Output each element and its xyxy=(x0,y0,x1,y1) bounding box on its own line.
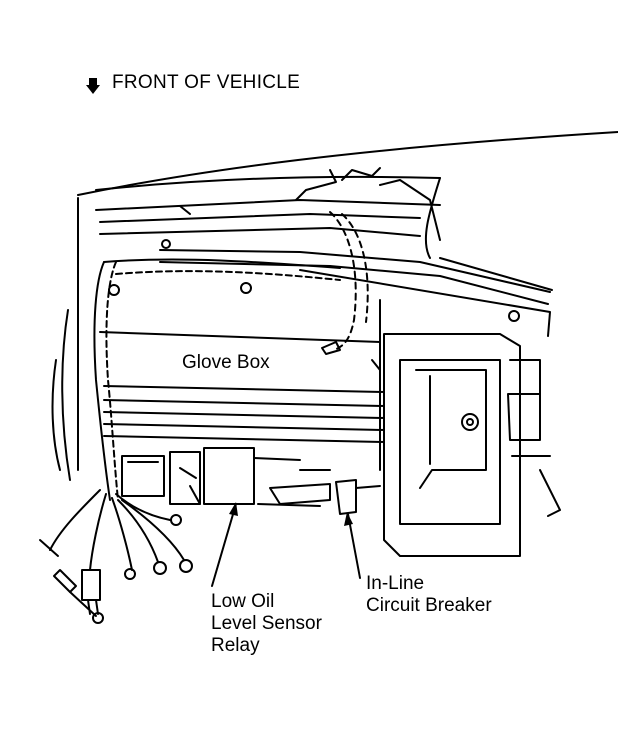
glove-box-body xyxy=(99,299,385,471)
dash-top-edge xyxy=(77,131,618,471)
leader-lines xyxy=(211,503,361,587)
glove-box-label: Glove Box xyxy=(182,352,270,373)
right-dash-panel xyxy=(108,239,553,337)
hanging-wires xyxy=(49,489,185,571)
down-arrow-icon xyxy=(86,78,100,94)
breaker-line-2: Circuit Breaker xyxy=(366,595,492,616)
hidden-harness-dashed xyxy=(329,211,369,351)
upper-dash-trim xyxy=(95,167,441,259)
wiring-harness-left xyxy=(51,258,341,501)
wire-terminals xyxy=(39,514,193,624)
circuit-breaker-part xyxy=(269,469,381,515)
relay-line-3: Relay xyxy=(211,635,260,656)
harness-connector xyxy=(321,341,341,355)
relay-callout: Low Oil Level Sensor Relay xyxy=(211,591,322,657)
right-duct-assembly xyxy=(383,333,561,557)
relay-line-1: Low Oil xyxy=(211,591,275,612)
relay-pack xyxy=(121,447,321,507)
front-of-vehicle-label: FRONT OF VEHICLE xyxy=(112,72,301,93)
relay-line-2: Level Sensor xyxy=(211,613,322,634)
breaker-callout: In-Line Circuit Breaker xyxy=(366,573,492,617)
leader-arrows xyxy=(229,502,353,526)
breaker-line-1: In-Line xyxy=(366,573,425,594)
